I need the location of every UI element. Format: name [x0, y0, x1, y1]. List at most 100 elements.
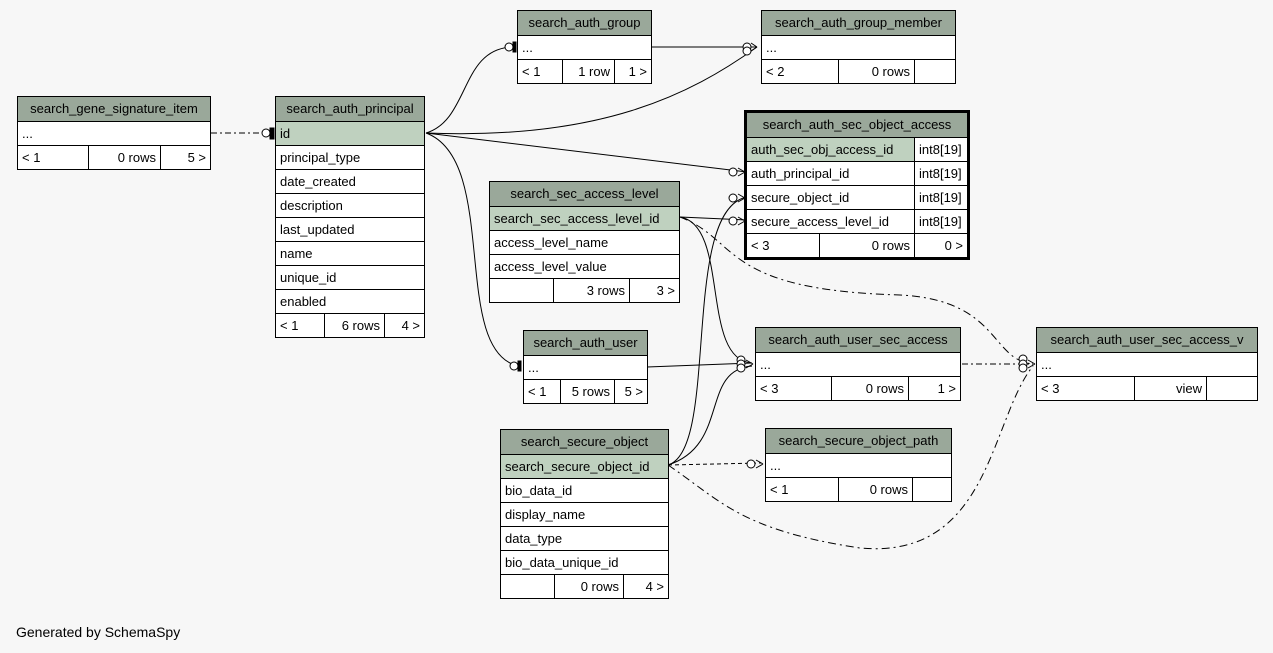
table-footer: < 1 6 rows 4 > — [276, 313, 424, 337]
row-count: 0 rows — [838, 478, 912, 501]
parents-count: < 3 — [760, 381, 779, 396]
generated-by-label: Generated by SchemaSpy — [16, 624, 181, 640]
table-search-auth-principal[interactable]: search_auth_principal id principal_type … — [275, 96, 425, 338]
column-row: enabled — [276, 289, 424, 313]
children-count: 1 > — [614, 60, 651, 83]
parents-count: < 1 — [770, 482, 789, 497]
children-count: 0 > — [914, 234, 967, 257]
table-footer: 3 rows 3 > — [490, 278, 679, 302]
table-search-auth-group[interactable]: search_auth_group ... < 1 1 row 1 > — [517, 10, 652, 84]
column-row: bio_data_unique_id — [501, 550, 668, 574]
table-title[interactable]: search_auth_sec_object_access — [747, 113, 967, 137]
children-count: 1 > — [908, 377, 960, 400]
row-count: 6 rows — [324, 314, 384, 337]
table-footer: < 3 0 rows 0 > — [747, 233, 967, 257]
children-count: 5 > — [614, 380, 647, 403]
column-type: int8[19] — [914, 162, 967, 185]
column-row: date_created — [276, 169, 424, 193]
table-search-auth-sec-object-access[interactable]: search_auth_sec_object_access auth_sec_o… — [744, 110, 970, 260]
table-title[interactable]: search_auth_user — [524, 331, 647, 355]
table-search-auth-user-sec-access[interactable]: search_auth_user_sec_access ... < 3 0 ro… — [755, 327, 961, 401]
edge-principal-group-member — [425, 46, 758, 135]
children-count: 4 > — [384, 314, 424, 337]
parents-count — [501, 575, 554, 598]
row-count: 5 rows — [560, 380, 614, 403]
primary-key-column: search_secure_object_id — [501, 454, 668, 478]
row-count: 0 rows — [838, 60, 914, 83]
table-search-secure-object-path[interactable]: search_secure_object_path ... < 1 0 rows — [765, 428, 952, 502]
column-row: data_type — [501, 526, 668, 550]
table-title[interactable]: search_auth_user_sec_access_v — [1037, 328, 1257, 352]
children-count — [914, 60, 955, 83]
row-count: 1 row — [562, 60, 614, 83]
column-row: ... — [18, 121, 210, 145]
primary-key-column: id — [276, 121, 424, 145]
column-row: ... — [756, 352, 960, 376]
column-row: bio_data_id — [501, 478, 668, 502]
column-type: int8[19] — [914, 186, 967, 209]
column-row: display_name — [501, 502, 668, 526]
column-row: auth_principal_id int8[19] — [747, 161, 967, 185]
parents-count: < 1 — [528, 384, 547, 399]
table-title[interactable]: search_auth_group — [518, 11, 651, 35]
table-title[interactable]: search_secure_object — [501, 430, 668, 454]
edge-principal-group — [425, 46, 514, 134]
table-footer: < 1 5 rows 5 > — [524, 379, 647, 403]
table-search-gene-signature-item[interactable]: search_gene_signature_item ... < 1 0 row… — [17, 96, 211, 170]
edge-principal-sec-obj-access — [425, 132, 748, 173]
column-row: access_level_value — [490, 254, 679, 278]
table-search-sec-access-level[interactable]: search_sec_access_level search_sec_acces… — [489, 181, 680, 303]
column-name: auth_sec_obj_access_id — [751, 142, 894, 157]
children-count: 4 > — [623, 575, 668, 598]
table-search-auth-user-sec-access-v[interactable]: search_auth_user_sec_access_v ... < 3 vi… — [1036, 327, 1258, 401]
table-search-auth-user[interactable]: search_auth_user ... < 1 5 rows 5 > — [523, 330, 648, 404]
table-title[interactable]: search_auth_principal — [276, 97, 424, 121]
children-count — [1206, 377, 1257, 400]
table-footer: < 1 0 rows 5 > — [18, 145, 210, 169]
table-title[interactable]: search_sec_access_level — [490, 182, 679, 206]
edge-secure-object-user-sec-access-v — [667, 365, 1034, 550]
table-search-secure-object[interactable]: search_secure_object search_secure_objec… — [500, 429, 669, 599]
table-title[interactable]: search_auth_user_sec_access — [756, 328, 960, 352]
column-row: description — [276, 193, 424, 217]
table-footer: < 1 0 rows — [766, 477, 951, 501]
edge-secure-object-path — [667, 462, 762, 466]
edge-secure-object-sec-obj-access — [667, 196, 748, 466]
parents-count: < 3 — [751, 238, 770, 253]
parents-count: < 2 — [766, 64, 785, 79]
column-row: ... — [518, 35, 651, 59]
column-row: name — [276, 241, 424, 265]
column-row: ... — [524, 355, 647, 379]
table-title[interactable]: search_secure_object_path — [766, 429, 951, 453]
row-count: 0 rows — [831, 377, 908, 400]
children-count — [912, 478, 951, 501]
row-count: 0 rows — [554, 575, 623, 598]
column-row: principal_type — [276, 145, 424, 169]
children-count: 5 > — [160, 146, 210, 169]
table-title[interactable]: search_auth_group_member — [762, 11, 955, 35]
table-footer: < 3 0 rows 1 > — [756, 376, 960, 400]
table-title[interactable]: search_gene_signature_item — [18, 97, 210, 121]
primary-key-column: auth_sec_obj_access_id int8[19] — [747, 137, 967, 161]
column-row: ... — [762, 35, 955, 59]
edge-principal-auth-user — [425, 132, 519, 367]
parents-count: < 1 — [280, 318, 299, 333]
edge-access-level-user-sec-access — [679, 216, 753, 364]
parents-count: < 1 — [522, 64, 541, 79]
parents-count — [490, 279, 553, 302]
column-row: secure_object_id int8[19] — [747, 185, 967, 209]
table-footer: < 3 view — [1037, 376, 1257, 400]
table-search-auth-group-member[interactable]: search_auth_group_member ... < 2 0 rows — [761, 10, 956, 84]
table-footer: < 1 1 row 1 > — [518, 59, 651, 83]
parents-count: < 3 — [1041, 381, 1060, 396]
row-count: 3 rows — [553, 279, 629, 302]
column-name: secure_object_id — [751, 190, 850, 205]
column-row: ... — [766, 453, 951, 477]
column-row: last_updated — [276, 217, 424, 241]
column-row: unique_id — [276, 265, 424, 289]
column-type: int8[19] — [914, 210, 967, 233]
table-kind: view — [1134, 377, 1206, 400]
column-name: auth_principal_id — [751, 166, 850, 181]
column-name: secure_access_level_id — [751, 214, 890, 229]
